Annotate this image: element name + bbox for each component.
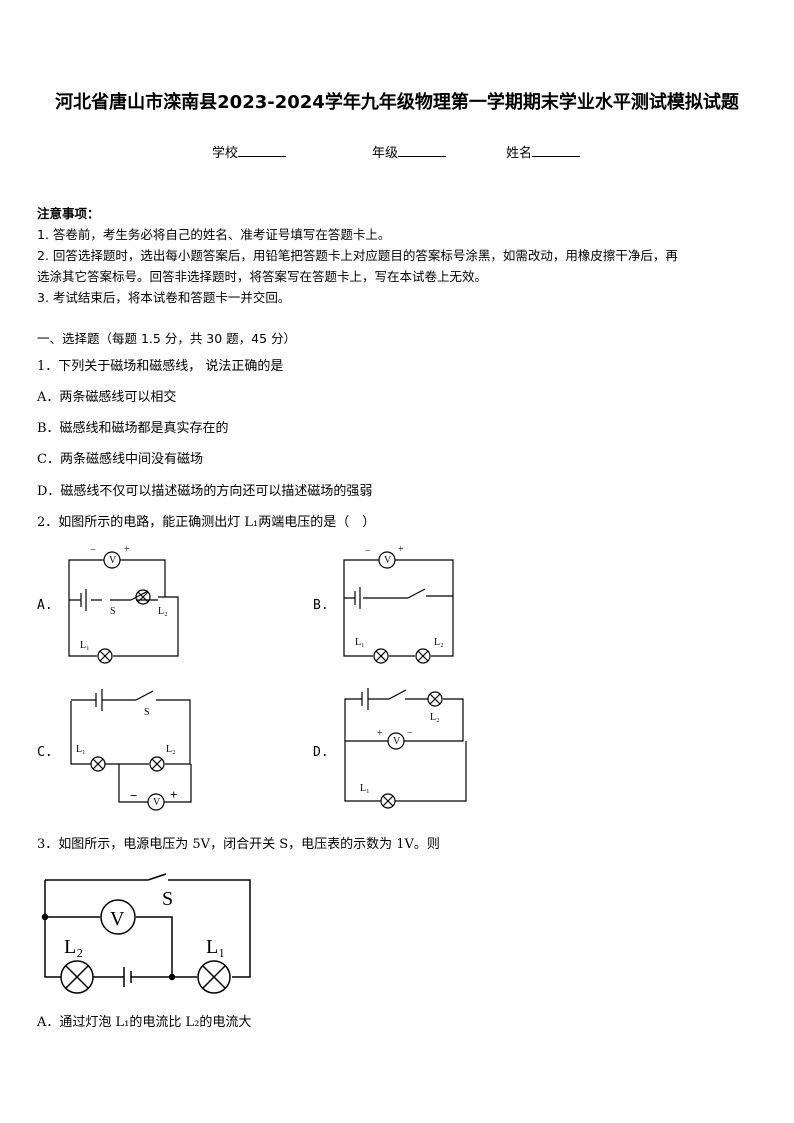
q1-option-d: D．磁感线不仅可以描述磁场的方向还可以描述磁场的强弱 (37, 484, 373, 499)
q1-option-a: A．两条磁感线可以相交 (37, 390, 177, 405)
plus-sign: + (170, 787, 177, 802)
name-field[interactable]: 姓名 (506, 142, 581, 161)
section-heading: 一、选择题（每题 1.5 分，共 30 题，45 分） (37, 331, 297, 346)
lamp-label: L₂ (166, 744, 176, 755)
grade-field[interactable]: 年级 (372, 142, 447, 161)
lamp-label: L₂ (434, 637, 444, 648)
notes-heading: 注意事项： (37, 206, 100, 221)
q3-stem: 3．如图所示，电源电压为 5V，闭合开关 S，电压表的示数为 1V。则 (37, 837, 440, 852)
q2-option-a-label: A. (37, 598, 53, 613)
circuit-b: V − + L₁ L₂ (343, 544, 454, 664)
note-item: 2. 回答选择题时，选出每小题答案后，用铅笔把答题卡上对应题目的答案标号涂黑，如… (37, 248, 678, 263)
q1-stem: 1．下列关于磁场和磁感线， 说法正确的是 (37, 359, 284, 374)
note-item: 选涂其它答案标号。回答非选择题时，将答案写在答题卡上，写在本试卷上无效。 (37, 269, 488, 284)
note-item: 1. 答卷前，考生务必将自己的姓名、准考证号填写在答题卡上。 (37, 227, 391, 242)
lamp-label: L₁ (76, 744, 86, 755)
plus-sign: + (124, 544, 130, 555)
voltmeter-label: V (393, 736, 401, 747)
lamp-label: L₂ (158, 606, 168, 617)
lamp-label: L₁ (80, 640, 90, 651)
note-item: 3. 考试结束后，将本试卷和答题卡一并交回。 (37, 290, 291, 305)
lamp-label: L₂ (430, 712, 440, 723)
lamp-icon (90, 756, 106, 772)
lamp-icon (97, 648, 113, 664)
switch-label: S (162, 888, 173, 910)
q2-option-b-label: B. (313, 598, 329, 613)
q1-option-c: C．两条磁感线中间没有磁场 (37, 452, 203, 467)
lamp-icon (149, 756, 165, 772)
q2-stem: 2．如图所示的电路，能正确测出灯 L₁两端电压的是（ ） (37, 515, 376, 530)
lamp-icon (415, 648, 431, 664)
page-title: 河北省唐山市滦南县2023-2024学年九年级物理第一学期期末学业水平测试模拟试… (55, 92, 739, 113)
voltmeter-label: V (153, 797, 161, 808)
q1-option-b: B．磁感线和磁场都是真实存在的 (37, 421, 229, 436)
plus-sign: + (398, 544, 404, 555)
lamp-icon (135, 589, 151, 605)
lamp-label: L₁ (206, 936, 225, 958)
plus-sign: + (377, 728, 383, 739)
school-field[interactable]: 学校 (212, 142, 287, 161)
grade-label: 年级 (372, 146, 399, 161)
circuit-d: V + − L₂ L₁ (344, 688, 467, 809)
lamp-icon (60, 960, 94, 994)
q2-option-c-label: C. (37, 745, 53, 760)
minus-sign: − (130, 788, 137, 803)
circuit-a: V − + S L₂ L₁ (68, 544, 179, 664)
circuit-q3: V S L₂ L₁ (41, 873, 251, 994)
lamp-icon (427, 691, 443, 707)
school-label: 学校 (212, 146, 239, 161)
lamp-label: L₁ (360, 783, 370, 794)
minus-sign: − (407, 728, 413, 739)
q3-option-a: A．通过灯泡 L₁的电流比 L₂的电流大 (37, 1015, 252, 1030)
lamp-label: L₂ (64, 936, 83, 958)
voltmeter-label: V (384, 555, 392, 566)
voltmeter-label: V (110, 908, 125, 930)
minus-sign: − (365, 546, 371, 557)
switch-label: S (110, 606, 116, 617)
lamp-icon (373, 648, 389, 664)
voltmeter-label: V (109, 555, 117, 566)
lamp-label: L₁ (355, 637, 365, 648)
name-label: 姓名 (506, 146, 533, 161)
lamp-icon (197, 960, 231, 994)
voltmeter-icon (103, 551, 121, 569)
lamp-icon (380, 793, 396, 809)
circuit-c: V − + S L₁ L₂ (70, 689, 192, 811)
q2-option-d-label: D. (313, 745, 329, 760)
minus-sign: − (90, 545, 96, 556)
switch-label: S (144, 707, 150, 718)
